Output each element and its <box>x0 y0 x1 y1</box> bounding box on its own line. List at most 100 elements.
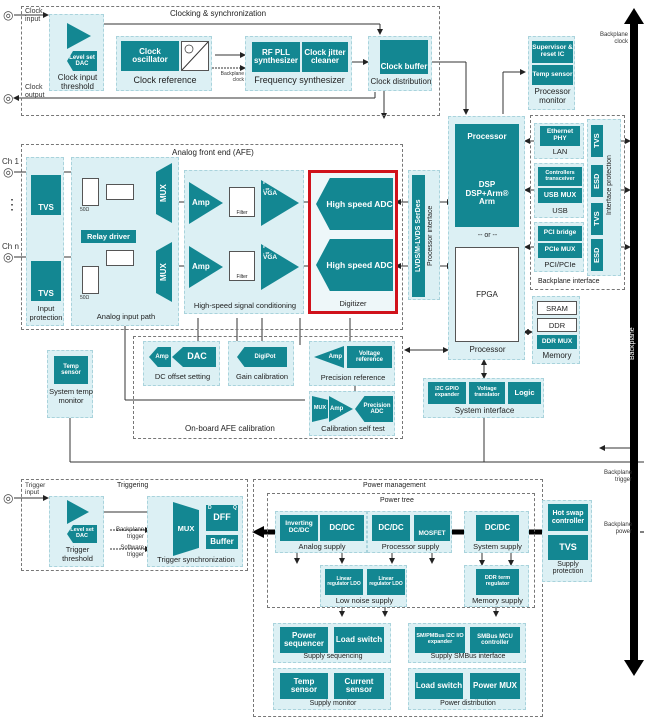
filter-chn: Filter <box>229 251 255 281</box>
precision-reference-block: Amp Voltage reference Precision referenc… <box>309 341 395 386</box>
chn-connector-icon: ◎ <box>3 250 14 264</box>
channel-ellipsis: ⋮ <box>5 196 19 212</box>
supply-tvs: TVS <box>548 535 588 560</box>
afe-title: Analog front end (AFE) <box>172 148 254 157</box>
interface-protection-block: TVS ESD TVS ESD Interface protection <box>587 119 621 276</box>
termination-50-ohm-2: 50Ω <box>80 295 90 301</box>
clock-distribution-label: Clock distribution <box>370 77 432 86</box>
power-distribution-block: Load switch Power MUX Power distribution <box>408 668 526 710</box>
filter-ch1: Filter <box>229 187 255 217</box>
ldo-2: Linear regulator LDO <box>367 569 405 595</box>
clocking-sync-group <box>21 6 440 116</box>
dc-offset-amp: Amp <box>149 347 171 367</box>
ch1-label: Ch 1 <box>2 157 19 166</box>
clock-output-connector-icon: ◎ <box>3 91 14 105</box>
power-management-title: Power management <box>363 482 426 489</box>
processor-temp-sensor: Temp sensor <box>532 65 573 85</box>
dsp-arm-processor: Processor DSP DSP+Arm® Arm <box>455 124 519 227</box>
high-speed-adc-chn: High speed ADC <box>316 239 393 291</box>
supply-protection-block: Hot swap controller TVS Supply protectio… <box>542 500 592 582</box>
mux-chn: MUX <box>156 242 172 302</box>
fda-vga-ch1: FDA - or - VGA <box>261 180 299 226</box>
trigger-input-connector-icon: ◎ <box>3 491 14 505</box>
usb-mux: USB MUX <box>538 188 582 203</box>
rf-pll-synthesizer: RF PLL synthesizer <box>252 42 300 72</box>
system-interface-block: I2C GPIO expander Voltage translator Log… <box>423 378 544 418</box>
frequency-synthesizer-label: Frequency synthesizer <box>254 75 345 85</box>
memory-label: Memory <box>542 351 572 360</box>
afe-group <box>21 144 403 330</box>
input-protection-block: TVS TVS Input protection <box>26 157 64 326</box>
power-sequencer: Power sequencer <box>280 627 328 653</box>
clock-input-threshold-label: Clock input threshold <box>57 73 98 91</box>
digipot: DigiPot <box>237 347 287 367</box>
arm-label: Arm <box>478 197 495 207</box>
dsp-label: DSP <box>478 180 496 190</box>
pci-bridge: PCI bridge <box>538 226 582 241</box>
processor-title: Processor <box>467 132 507 141</box>
distribution-load-switch: Load switch <box>415 673 463 699</box>
dc-offset-setting-block: Amp DAC DC offset setting <box>143 341 220 386</box>
clock-distribution-block: Clock buffer Clock distribution <box>368 36 432 91</box>
analog-supply-block: Inverting DC/DC DC/DC Analog supply <box>275 511 367 553</box>
fda-vga-chn-bottom: VGA <box>263 254 278 261</box>
clock-reference-label: Clock reference <box>133 75 197 85</box>
triggering-group <box>21 479 248 571</box>
relay-switch-2 <box>82 266 99 294</box>
trigger-level-set-dac: Level set DAC <box>67 525 97 543</box>
ethernet-phy: Ethernet PHY <box>540 126 580 146</box>
supply-monitor-label: Supply monitor <box>309 700 357 707</box>
level-set-dac: Level set DAC <box>67 51 97 71</box>
fda-vga-ch1-bottom: VGA <box>263 190 278 197</box>
digitizer-block[interactable]: High speed ADC High speed ADC Digitizer <box>308 170 398 314</box>
dsp-arm-label: DSP+Arm® <box>465 188 509 198</box>
frequency-synthesizer-block: RF PLL synthesizer Clock jitter cleaner … <box>245 36 352 91</box>
processor-dcdc: DC/DC <box>372 515 410 541</box>
gain-calibration-block: DigiPot Gain calibration <box>228 341 294 386</box>
relay-driver: Relay driver <box>81 230 136 243</box>
or-separator: -- or -- <box>477 232 498 239</box>
processor-interface-block: LVDS/M-LVDS SerDes Processor interface <box>408 170 440 300</box>
fda-vga-ch1-or: - or - <box>263 185 272 191</box>
processor-monitor-label: Processor monitor <box>534 87 571 105</box>
amp-ch1: Amp <box>189 182 223 224</box>
comparator-icon <box>67 23 91 49</box>
usb-label: USB <box>552 206 568 215</box>
fpga: FPGA <box>455 247 519 342</box>
supervisor-reset-ic: Supervisor & reset IC <box>532 41 573 63</box>
processor-interface-label: Processor interface <box>427 205 434 267</box>
backplane-label: Backplane <box>629 327 636 360</box>
calibration-self-test-block: MUX Amp Precision ADC Calibration self t… <box>309 391 395 436</box>
ddr-mux: DDR MUX <box>537 335 577 349</box>
precision-reference-label: Precision reference <box>320 373 386 382</box>
tvs-ch1: TVS <box>31 175 61 215</box>
xtal-icon <box>181 41 209 71</box>
memory-block: SRAM DDR DDR MUX Memory <box>532 296 580 364</box>
system-supply-block: DC/DC System supply <box>464 511 529 553</box>
self-test-mux: MUX <box>312 396 328 422</box>
clock-input-label: Clock input <box>25 8 43 23</box>
pci-block: PCI bridge PCIe MUX PCI/PCIe <box>534 222 584 272</box>
trigger-comparator-icon <box>67 500 89 524</box>
dff-d-pin: D <box>208 505 212 511</box>
clock-input-threshold-block: Level set DAC Clock input threshold <box>49 14 104 91</box>
backplane-trigger-input-label: Backplane trigger <box>115 527 144 540</box>
esd-usb: ESD <box>591 165 603 197</box>
clock-jitter-cleaner: Clock jitter cleaner <box>302 42 348 72</box>
processor-block: Processor DSP DSP+Arm® Arm -- or -- FPGA… <box>448 116 525 360</box>
low-noise-supply-label: Low noise supply <box>335 596 394 605</box>
power-management-group <box>253 479 543 717</box>
clock-reference-block: Clock oscillator Clock reference <box>116 36 212 91</box>
dc-offset-setting-label: DC offset setting <box>154 372 211 381</box>
power-distribution-label: Power distribution <box>440 700 496 707</box>
current-sensor: Current sensor <box>334 673 384 699</box>
clock-input-connector-icon: ◎ <box>3 8 14 22</box>
dff-q-pin: Q <box>233 505 237 511</box>
dc-offset-dac: DAC <box>172 347 216 367</box>
gain-calibration-label: Gain calibration <box>235 372 289 381</box>
backplane-interface-group <box>530 115 625 290</box>
i2c-gpio-expander: I2C GPIO expander <box>428 382 466 404</box>
usb-block: Controllers transceiver USB MUX USB <box>534 163 584 218</box>
smpmbus-io-expander: SM/PMBus I2C I/O expander <box>415 627 465 653</box>
trigger-sync-block: MUX DFF D Q Buffer Trigger synchronizati… <box>147 496 243 567</box>
